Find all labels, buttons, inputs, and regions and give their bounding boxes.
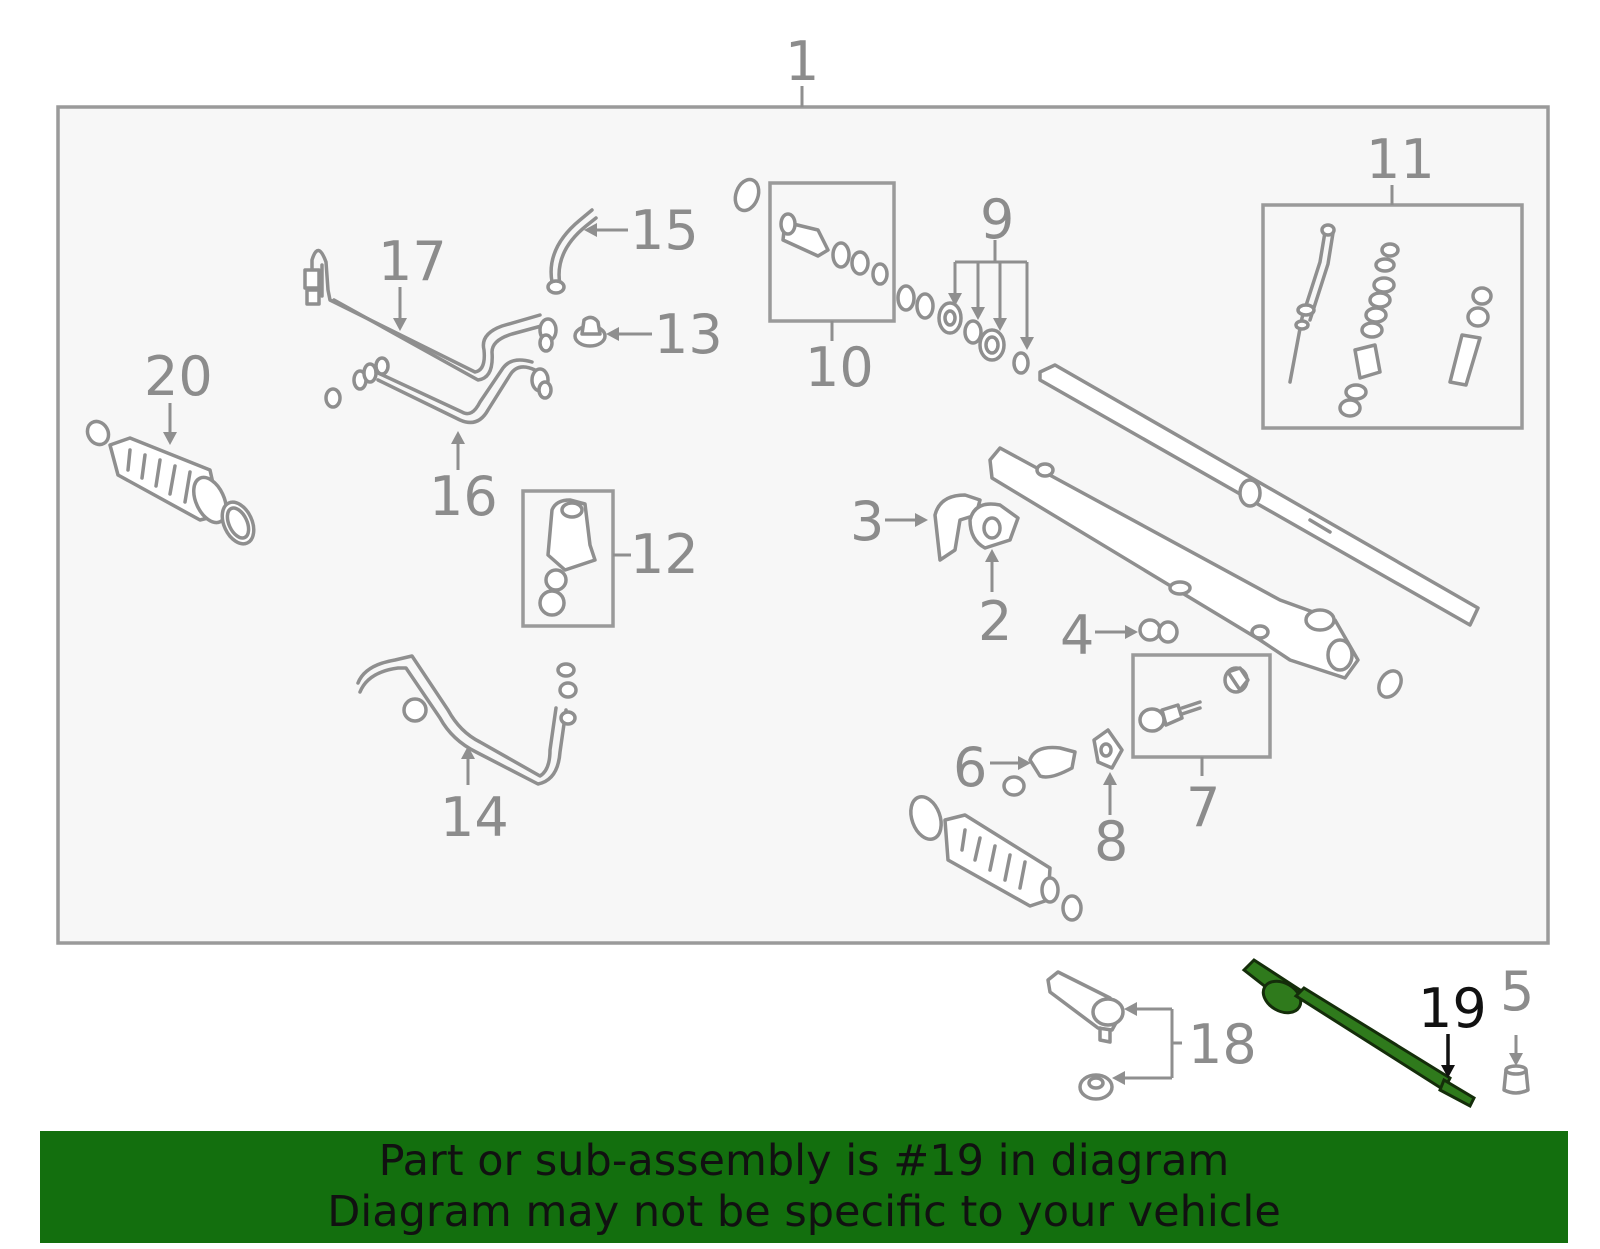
part-20-boot[interactable] <box>83 418 260 549</box>
part-14-pipe[interactable] <box>356 654 578 786</box>
part-2-bushing[interactable] <box>968 502 1020 550</box>
part-4-plug[interactable] <box>1138 618 1179 644</box>
callout-12[interactable]: 12 <box>630 523 699 586</box>
callout-19[interactable]: 19 <box>1418 977 1487 1040</box>
callout-14[interactable]: 14 <box>440 786 509 849</box>
part-10-seal-kit[interactable] <box>731 176 935 320</box>
callout-2[interactable]: 2 <box>978 590 1012 653</box>
part-13-valve[interactable] <box>573 315 607 348</box>
rack-housing[interactable] <box>988 446 1406 701</box>
part-8-mount[interactable] <box>1092 728 1124 770</box>
callout-4[interactable]: 4 <box>1060 604 1094 667</box>
callout-8[interactable]: 8 <box>1094 810 1128 873</box>
banner-line-2: Diagram may not be specific to your vehi… <box>327 1187 1281 1237</box>
banner-line-1: Part or sub-assembly is #19 in diagram <box>378 1136 1230 1186</box>
part-15-hose[interactable] <box>546 208 598 295</box>
info-banner: Part or sub-assembly is #19 in diagram D… <box>40 1131 1568 1243</box>
callout-18[interactable]: 18 <box>1188 1013 1257 1076</box>
callout-6[interactable]: 6 <box>953 736 987 799</box>
part-3-bracket[interactable] <box>933 493 982 562</box>
right-boot[interactable] <box>905 793 1083 922</box>
sub-box-12 <box>521 489 615 628</box>
callout-1[interactable]: 1 <box>785 30 819 93</box>
callout-15[interactable]: 15 <box>630 199 699 262</box>
rack-shaft[interactable] <box>1038 363 1480 627</box>
part-19-inner-tie-rod[interactable] <box>1241 958 1476 1109</box>
callout-10[interactable]: 10 <box>805 336 874 399</box>
part-17-pipe[interactable] <box>303 248 558 382</box>
callout-5[interactable]: 5 <box>1500 960 1534 1023</box>
callout-17[interactable]: 17 <box>378 230 447 293</box>
part-16-pipe[interactable] <box>324 356 553 425</box>
callout-9[interactable]: 9 <box>980 188 1014 251</box>
callout-16[interactable]: 16 <box>429 465 498 528</box>
callout-7[interactable]: 7 <box>1186 776 1220 839</box>
part-18-tie-rod-end[interactable] <box>1046 970 1125 1101</box>
callout-20[interactable]: 20 <box>144 345 213 408</box>
part-7-adjuster-kit[interactable] <box>1138 666 1250 733</box>
callout-11[interactable]: 11 <box>1366 128 1435 191</box>
part-5-cap[interactable] <box>1502 1064 1530 1095</box>
part-9-seals[interactable] <box>937 301 1030 375</box>
part-6-fitting[interactable] <box>1002 745 1077 797</box>
callout-13[interactable]: 13 <box>654 303 723 366</box>
callout-3[interactable]: 3 <box>850 490 884 553</box>
part-12-valve-body[interactable] <box>538 498 597 617</box>
part-11-kit[interactable] <box>1288 223 1493 418</box>
